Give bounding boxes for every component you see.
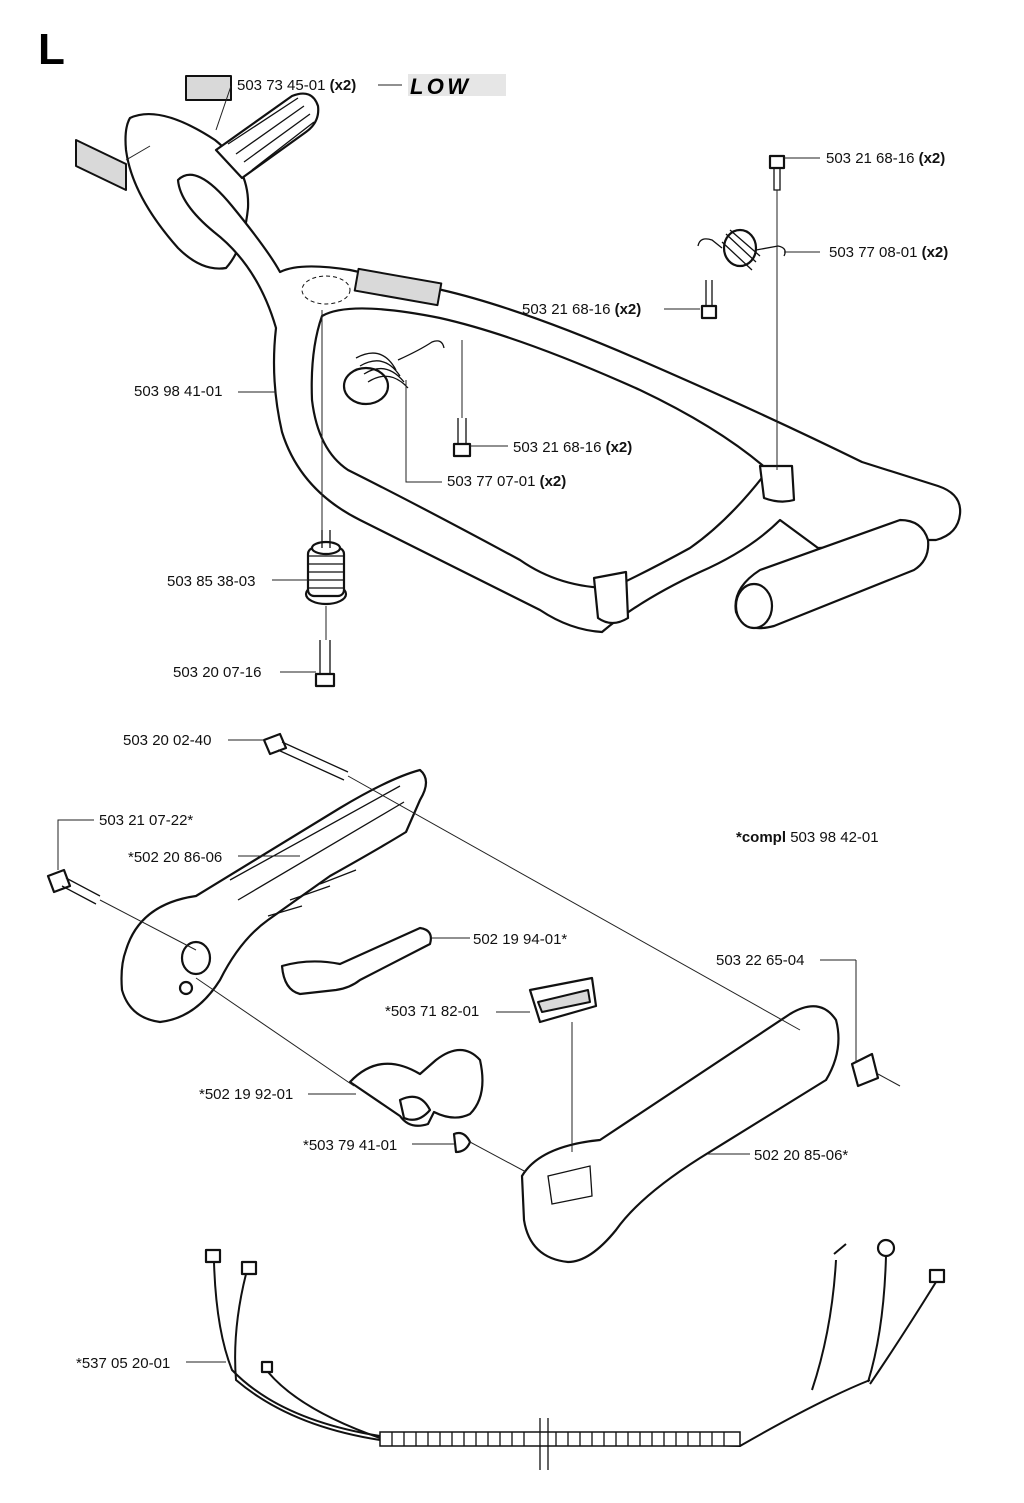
section-letter: L [38, 25, 65, 74]
label-throttle-lock: 502 19 94-01* [473, 931, 567, 948]
label-damper: 503 85 38-03 [167, 573, 255, 590]
handle-half-right-shape [520, 1005, 840, 1264]
spring-right-illustration [697, 228, 786, 271]
label-handle-half-right: 502 20 85-06* [754, 1147, 848, 1164]
throttle-lock-shape [280, 926, 432, 996]
label-trigger-spring: *503 79 41-01 [303, 1137, 397, 1154]
bolt-damper-illustration [314, 640, 336, 688]
rear-handle-illustration [46, 732, 880, 1264]
label-screw-center: 503 21 68-16 (x2) [513, 439, 632, 456]
low-logo: LOW [408, 74, 506, 99]
label-spring-right: 503 77 08-01 (x2) [829, 244, 948, 261]
label-handle-half-left: *502 20 86-06 [128, 849, 222, 866]
handle-half-left-shape [120, 768, 428, 1024]
compl-note: *compl 503 98 42-01 [736, 829, 879, 846]
label-nut: 503 22 65-04 [716, 952, 804, 969]
wire-harness-illustration [204, 1238, 946, 1470]
leader-lines-upper [125, 84, 820, 673]
label-handlebar: 503 98 41-01 [134, 383, 222, 400]
decal-top [185, 75, 232, 101]
leader-lines-lower [57, 739, 901, 1363]
label-trigger: *502 19 92-01 [199, 1086, 293, 1103]
label-switch: *503 71 82-01 [385, 1003, 479, 1020]
label-screw-mid-right: 503 21 68-16 (x2) [522, 301, 641, 318]
damper-illustration [304, 530, 348, 606]
label-decal: 503 73 45-01 (x2) [237, 77, 356, 94]
trigger-shape [348, 1048, 484, 1127]
label-wire-harness: *537 05 20-01 [76, 1355, 170, 1372]
decal-left [75, 139, 127, 191]
label-screw-top-right: 503 21 68-16 (x2) [826, 150, 945, 167]
spring-center-illustration [342, 340, 445, 406]
logo-text: LOW [410, 74, 470, 99]
part-labels: 503 73 45-01 (x2) 503 21 68-16 (x2) 503 … [76, 77, 948, 1372]
label-bolt-damper: 503 20 07-16 [173, 664, 261, 681]
handlebar-illustration [75, 75, 962, 634]
screw-illustrations [452, 154, 786, 458]
label-bolt-long: 503 20 02-40 [123, 732, 211, 749]
label-bolt-short: 503 21 07-22* [99, 812, 193, 829]
label-spring-center: 503 77 07-01 (x2) [447, 473, 566, 490]
